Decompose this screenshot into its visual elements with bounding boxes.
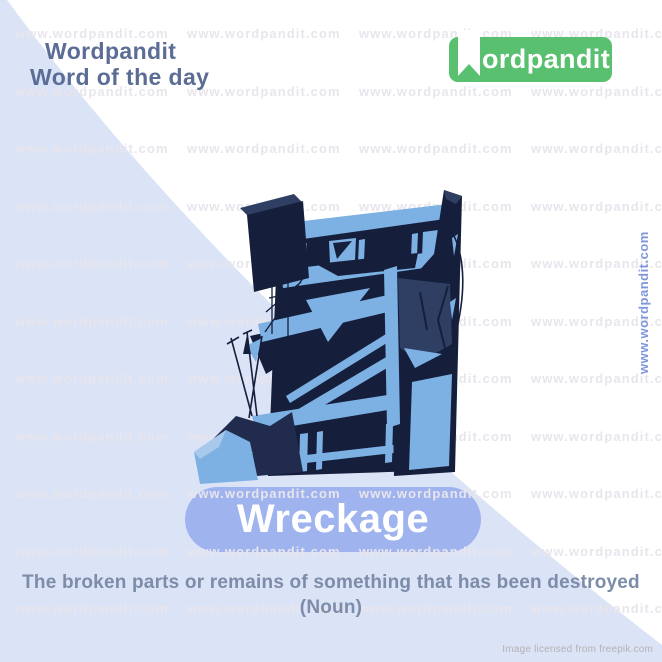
wordpandit-logo: ordpandit <box>449 30 612 82</box>
rebar-wires <box>226 229 464 419</box>
definition-text: The broken parts or remains of something… <box>22 572 640 593</box>
part-of-speech: (Noun) <box>299 597 363 618</box>
brand-title: Wordpandit <box>45 38 177 64</box>
top-block <box>240 194 309 292</box>
word-of-the-day-tagline: Word of the day <box>30 64 210 90</box>
rubble <box>194 412 303 484</box>
definition-block: The broken parts or remains of something… <box>0 570 662 620</box>
word-title: Wreckage <box>236 497 430 541</box>
right-column <box>384 190 462 476</box>
logo-wordmark: ordpandit <box>482 44 611 74</box>
word-pill <box>185 487 481 552</box>
image-credit: Image licensed from freepik.com <box>502 644 653 655</box>
bookmark-ribbon-icon <box>458 30 480 76</box>
